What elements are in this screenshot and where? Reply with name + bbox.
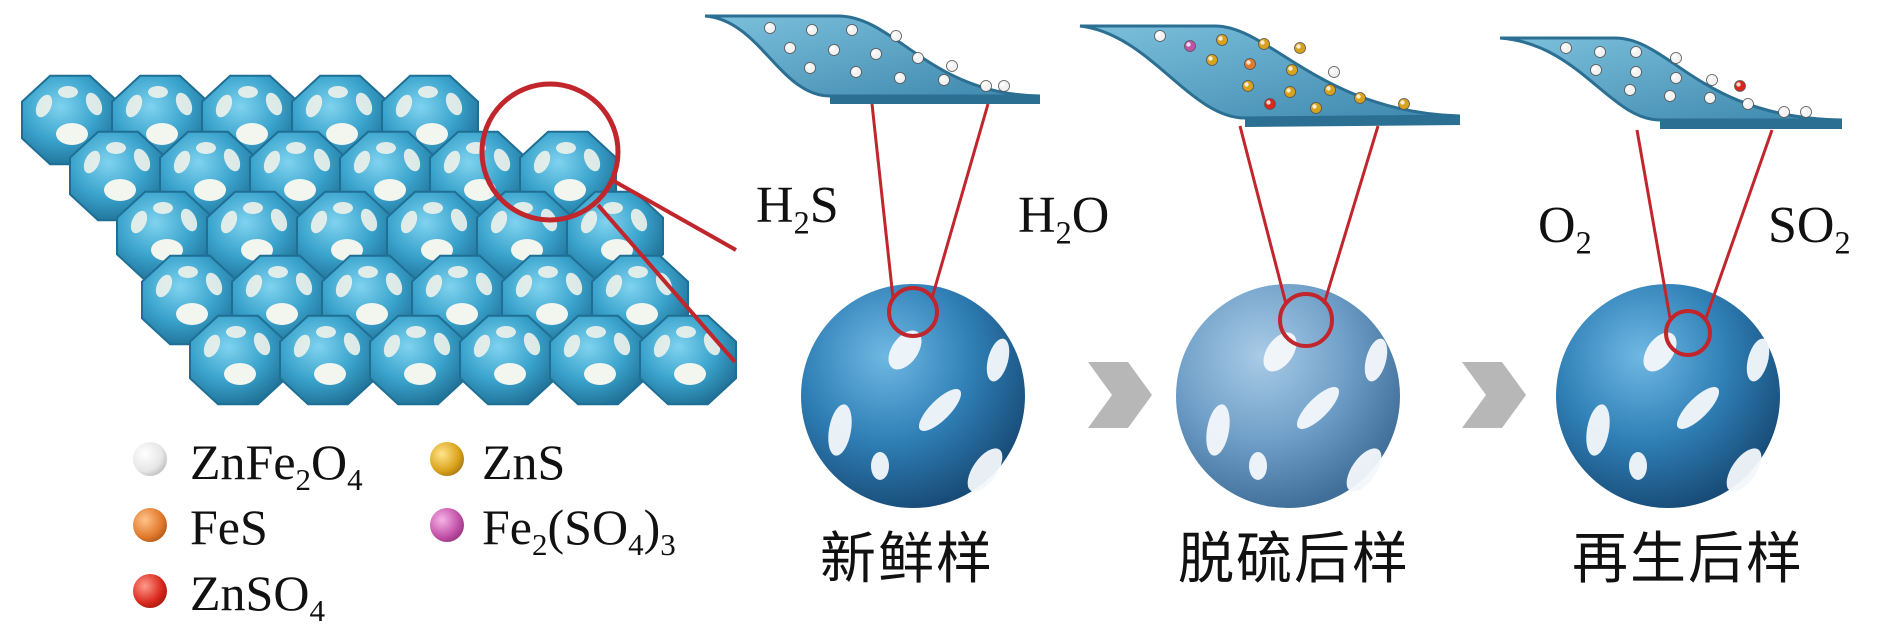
particle-highlight — [1672, 74, 1676, 78]
particle-highlight — [1266, 100, 1270, 104]
particle-highlight — [896, 74, 900, 78]
sphere-regenerated — [1556, 284, 1780, 508]
particle-highlight — [948, 62, 952, 66]
particle-highlight — [1156, 32, 1160, 36]
particle-highlight — [806, 64, 810, 68]
legend-label-fes: FeS — [190, 502, 268, 552]
particle-highlight — [830, 46, 834, 50]
legend-label-fe2so43: Fe2(SO4)3 — [482, 502, 676, 552]
stage-label-regenerated: 再生后样 — [1572, 532, 1804, 588]
legend-dot-zns — [430, 442, 464, 476]
particle-highlight — [892, 32, 896, 36]
legend-label-zns: ZnS — [482, 437, 565, 487]
gas-so2: SO2 — [1768, 200, 1851, 252]
particle-highlight — [1708, 76, 1712, 80]
particle-highlight — [1672, 54, 1676, 58]
particle-highlight — [1330, 68, 1334, 72]
particle-highlight — [1218, 36, 1222, 40]
legend-dot-znso4 — [133, 574, 167, 608]
particle-highlight — [1312, 104, 1316, 108]
framework-cell — [370, 316, 466, 404]
particle-highlight — [982, 82, 986, 86]
particle-highlight — [1260, 40, 1264, 44]
sphere-fresh — [801, 284, 1025, 508]
particle-highlight — [1296, 44, 1300, 48]
particle-highlight — [1286, 88, 1290, 92]
particle-highlight — [1326, 86, 1330, 90]
particle-highlight — [1592, 66, 1596, 70]
gas-o2: O2 — [1538, 200, 1592, 252]
particle-highlight — [1632, 48, 1636, 52]
particle-highlight — [1400, 100, 1404, 104]
particle-highlight — [1356, 94, 1360, 98]
surface-sulfided — [1080, 26, 1460, 127]
particle-highlight — [1000, 82, 1004, 86]
particle-highlight — [1632, 68, 1636, 72]
arrow-2 — [1462, 362, 1526, 428]
particle-highlight — [1562, 44, 1566, 48]
legend-label-znso4: ZnSO4 — [190, 568, 325, 618]
gas-h2o: H2O — [1018, 190, 1109, 242]
framework-cell — [640, 316, 736, 404]
particle-highlight — [1706, 94, 1710, 98]
particle-highlight — [766, 24, 770, 28]
stage-label-fresh: 新鲜样 — [820, 532, 994, 588]
legend-dot-fe2so43 — [430, 508, 464, 542]
framework-cell — [280, 316, 376, 404]
legend-dot-znfe2o4 — [133, 442, 167, 476]
particle-highlight — [1288, 66, 1292, 70]
particle-highlight — [872, 50, 876, 54]
particle-highlight — [808, 26, 812, 30]
framework-cell — [550, 316, 646, 404]
particle-highlight — [940, 76, 944, 80]
particle-highlight — [1626, 86, 1630, 90]
arrow-1 — [1088, 362, 1152, 428]
sphere-sulfided — [1176, 284, 1400, 508]
legend-dot-fes — [133, 508, 167, 542]
surface-regenerated — [1500, 38, 1842, 129]
particle-highlight — [848, 26, 852, 30]
particle-highlight — [1802, 108, 1806, 112]
surface-fresh — [705, 16, 1040, 104]
particle-highlight — [914, 54, 918, 58]
particle-highlight — [852, 68, 856, 72]
stage-label-sulfided: 脱硫后样 — [1178, 532, 1410, 588]
particle-highlight — [1666, 92, 1670, 96]
particle-highlight — [1186, 42, 1190, 46]
framework-cell — [190, 316, 286, 404]
particle-highlight — [1736, 82, 1740, 86]
particle-highlight — [1208, 56, 1212, 60]
gas-h2s: H2S — [756, 180, 839, 232]
legend-label-znfe2o4: ZnFe2O4 — [190, 437, 363, 487]
particle-highlight — [1246, 60, 1250, 64]
particle-highlight — [1780, 108, 1784, 112]
particle-highlight — [786, 44, 790, 48]
particle-highlight — [1244, 82, 1248, 86]
particle-highlight — [1596, 48, 1600, 52]
particle-highlight — [1744, 100, 1748, 104]
framework-cell — [460, 316, 556, 404]
